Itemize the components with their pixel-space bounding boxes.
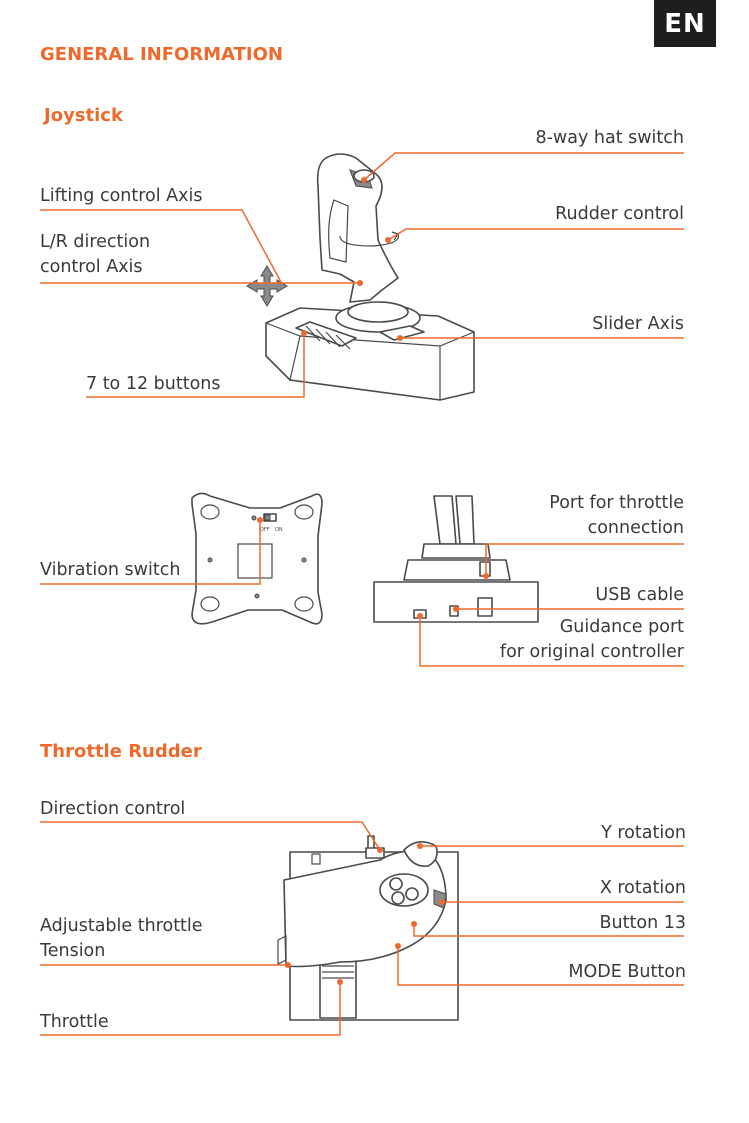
label-adjustable-tension: Adjustable throttle Tension [40, 914, 203, 964]
label-direction-control: Direction control [40, 799, 186, 819]
label-port-throttle: Port for throttle connection [549, 491, 684, 541]
label-guidance-port: Guidance port for original controller [500, 615, 684, 665]
label-adjustable-line1: Adjustable throttle [40, 916, 203, 936]
throttle-illustration [277, 835, 459, 1021]
label-mode-button: MODE Button [568, 962, 686, 982]
label-adjustable-line2: Tension [40, 941, 106, 961]
joystick-leader-lines [40, 152, 684, 398]
label-guidance-port-line1: Guidance port [559, 617, 684, 637]
label-vibration-switch: Vibration switch [40, 560, 181, 580]
label-usb-cable: USB cable [595, 585, 684, 605]
language-badge: EN [654, 0, 716, 47]
label-lr-direction-line2: control Axis [40, 257, 143, 277]
label-slider-axis: Slider Axis [592, 314, 684, 334]
label-lr-direction-line1: L/R direction [40, 232, 151, 252]
label-throttle: Throttle [40, 1012, 109, 1032]
label-y-rotation: Y rotation [601, 823, 686, 843]
label-lifting-axis: Lifting control Axis [40, 186, 203, 206]
base-leader-lines [40, 517, 684, 667]
joystick-illustration [246, 153, 475, 401]
section-title-general: GENERAL INFORMATION [40, 44, 283, 65]
label-guidance-port-line2: for original controller [499, 642, 684, 662]
base-underside-illustration: OFF ON [191, 492, 323, 625]
section-title-throttle: Throttle Rudder [40, 741, 202, 762]
throttle-leader-lines [40, 821, 684, 1036]
base-side-illustration [373, 495, 539, 623]
switch-off-text: OFF [260, 527, 270, 533]
label-buttons: 7 to 12 buttons [86, 374, 221, 394]
section-title-joystick: Joystick [44, 105, 123, 126]
switch-on-text: ON [275, 527, 283, 533]
label-rudder-control: Rudder control [555, 204, 684, 224]
label-hat-switch: 8-way hat switch [535, 128, 684, 148]
label-button-13: Button 13 [599, 913, 686, 933]
label-lr-direction: L/R direction control Axis [40, 230, 150, 280]
label-port-throttle-line2: connection [587, 518, 684, 538]
label-port-throttle-line1: Port for throttle [549, 493, 684, 513]
label-x-rotation: X rotation [599, 878, 686, 898]
